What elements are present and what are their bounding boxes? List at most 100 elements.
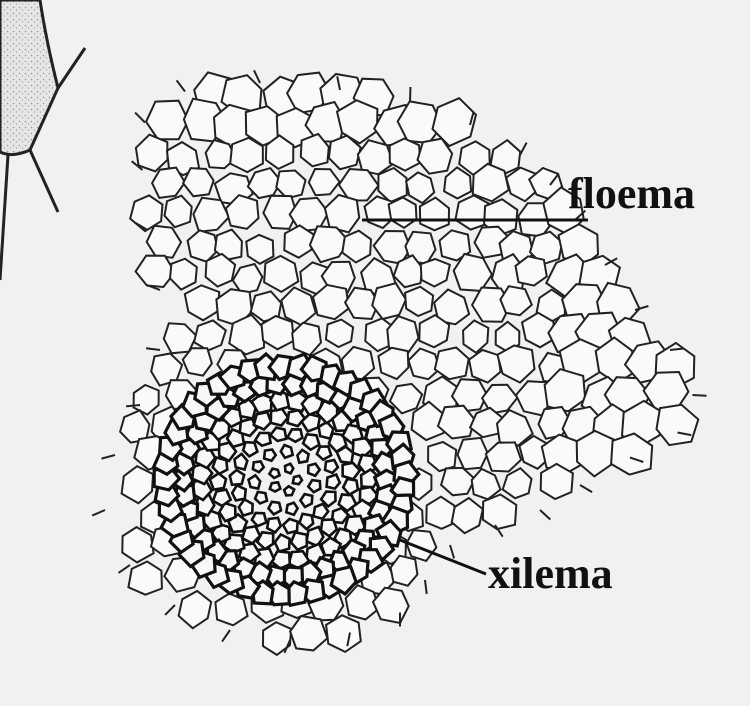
cell-wall-projection [119,565,131,573]
phloem-cell [122,466,153,503]
xylem-cell [230,470,244,485]
xylem-cell [269,469,279,478]
phloem-cell [503,468,532,498]
phloem-cell [326,615,361,652]
xylem-cell [254,412,271,429]
xylem-cell [288,429,303,442]
xylem-cell [285,464,293,474]
phloem-cell [497,346,534,383]
phloem-cell [342,231,371,263]
xylem-cell [321,520,337,537]
phloem-cell [483,495,516,530]
cell-wall-projection [165,605,175,615]
phloem-cell [390,139,421,171]
xylem-cell [317,446,331,459]
adjacent-cell-stippled [0,0,85,280]
phloem-cell [246,235,273,264]
phloem-cell [389,198,417,228]
phloem-cell [170,259,197,290]
phloem-cell [264,256,298,292]
phloem-cell [428,442,456,471]
xylem-cell [210,473,226,489]
phloem-cell [215,594,247,626]
phloem-cell [657,405,699,445]
cell-wall-projection [410,87,411,101]
cell-wall-projection [135,113,145,123]
cell-wall-projection [222,630,230,642]
phloem-cell [230,138,263,172]
phloem-cell [406,172,434,203]
xylem-cell [232,485,246,500]
cell-wall-projection [425,580,427,594]
xylem-cell [267,518,281,533]
xylem-cell [271,409,288,426]
phloem-cell [441,468,475,495]
phloem-cell [472,469,501,499]
phloem-cell [262,316,294,349]
xylem-cell [252,513,266,526]
phloem-cell [469,350,501,383]
cell-wall-projection [450,545,454,558]
xylem-cell [307,527,324,546]
xylem-cell [308,480,320,492]
phloem-cell [500,286,531,315]
phloem-cell [263,622,291,655]
xylem-cell [343,479,358,495]
phloem-cell [421,259,450,287]
phloem-cell [577,431,616,477]
xylem-cell [269,502,282,515]
xylem-cell [243,442,257,456]
cell-wall-projection [254,70,260,83]
xylem-cell [235,454,248,470]
xylem-cell [281,445,293,458]
phloem-cell [463,321,488,353]
phloem-cell [372,283,406,319]
xylem-cell [303,434,319,449]
xylem-cell [249,475,261,488]
xylem-tissue [154,354,419,605]
phloem-cell [486,442,521,471]
phloem-cell [292,323,321,356]
phloem-cell [185,285,219,320]
cell-wall-projection [580,485,592,492]
phloem-cell [326,320,353,347]
floema-label: floema [568,172,695,216]
phloem-cell [179,591,212,628]
phloem-cell [435,348,469,380]
xilema-label: xilema [488,552,613,596]
phloem-cell [165,196,192,228]
cell-wall-projection [693,395,707,396]
cell-wall-projection [177,80,185,91]
phloem-cell [134,385,159,415]
cell-wall-projection [102,455,116,459]
xylem-cell [308,464,320,476]
phloem-cell [444,167,471,198]
phloem-cell [122,527,153,562]
phloem-cell [128,562,162,595]
xylem-cell [283,519,298,533]
phloem-cell [136,256,175,287]
phloem-cell [452,498,483,533]
phloem-cell [147,226,181,258]
phloem-cell [309,169,340,195]
xylem-cell [286,503,297,515]
xylem-cell [297,450,308,463]
xylem-cell [275,535,290,552]
xylem-cell [293,476,302,485]
phloem-cell [378,348,408,379]
phloem-cell [405,287,433,316]
phloem-cell [458,438,488,469]
cell-wall-projection [540,510,550,520]
xylem-cell [300,494,312,507]
phloem-cell [290,616,327,650]
cell-wall-projection [92,510,105,516]
phloem-cell [194,320,226,350]
xylem-cell [270,482,281,491]
cell-wall-projection [146,348,160,350]
xylem-cell [239,499,253,515]
xylem-cell [270,428,286,441]
xylem-cell [314,504,329,519]
cell-wall-projection [520,143,527,155]
